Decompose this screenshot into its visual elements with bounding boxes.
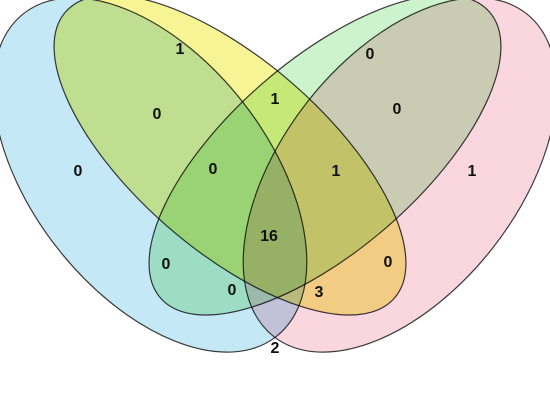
- region-labels: 0 1 0 1 0 1 0 0 1 0 16 0 0 3 2: [74, 41, 477, 357]
- region-b-only: 1: [176, 41, 185, 58]
- venn-sets: [0, 0, 550, 353]
- region-d-only: 1: [468, 163, 477, 180]
- region-bcd: 1: [332, 163, 341, 180]
- set-d-ellipse: [242, 0, 550, 353]
- region-ad: 2: [271, 340, 280, 357]
- region-a-only: 0: [74, 163, 83, 180]
- region-acd: 3: [315, 284, 324, 301]
- region-ac: 0: [162, 256, 171, 273]
- region-bd: 0: [384, 254, 393, 271]
- region-bc: 1: [271, 91, 280, 108]
- region-cd: 0: [393, 101, 402, 118]
- region-abcd: 16: [260, 228, 278, 245]
- region-abd: 0: [228, 282, 237, 299]
- region-c-only: 0: [366, 46, 375, 63]
- region-abc: 0: [209, 161, 218, 178]
- region-ab: 0: [153, 106, 162, 123]
